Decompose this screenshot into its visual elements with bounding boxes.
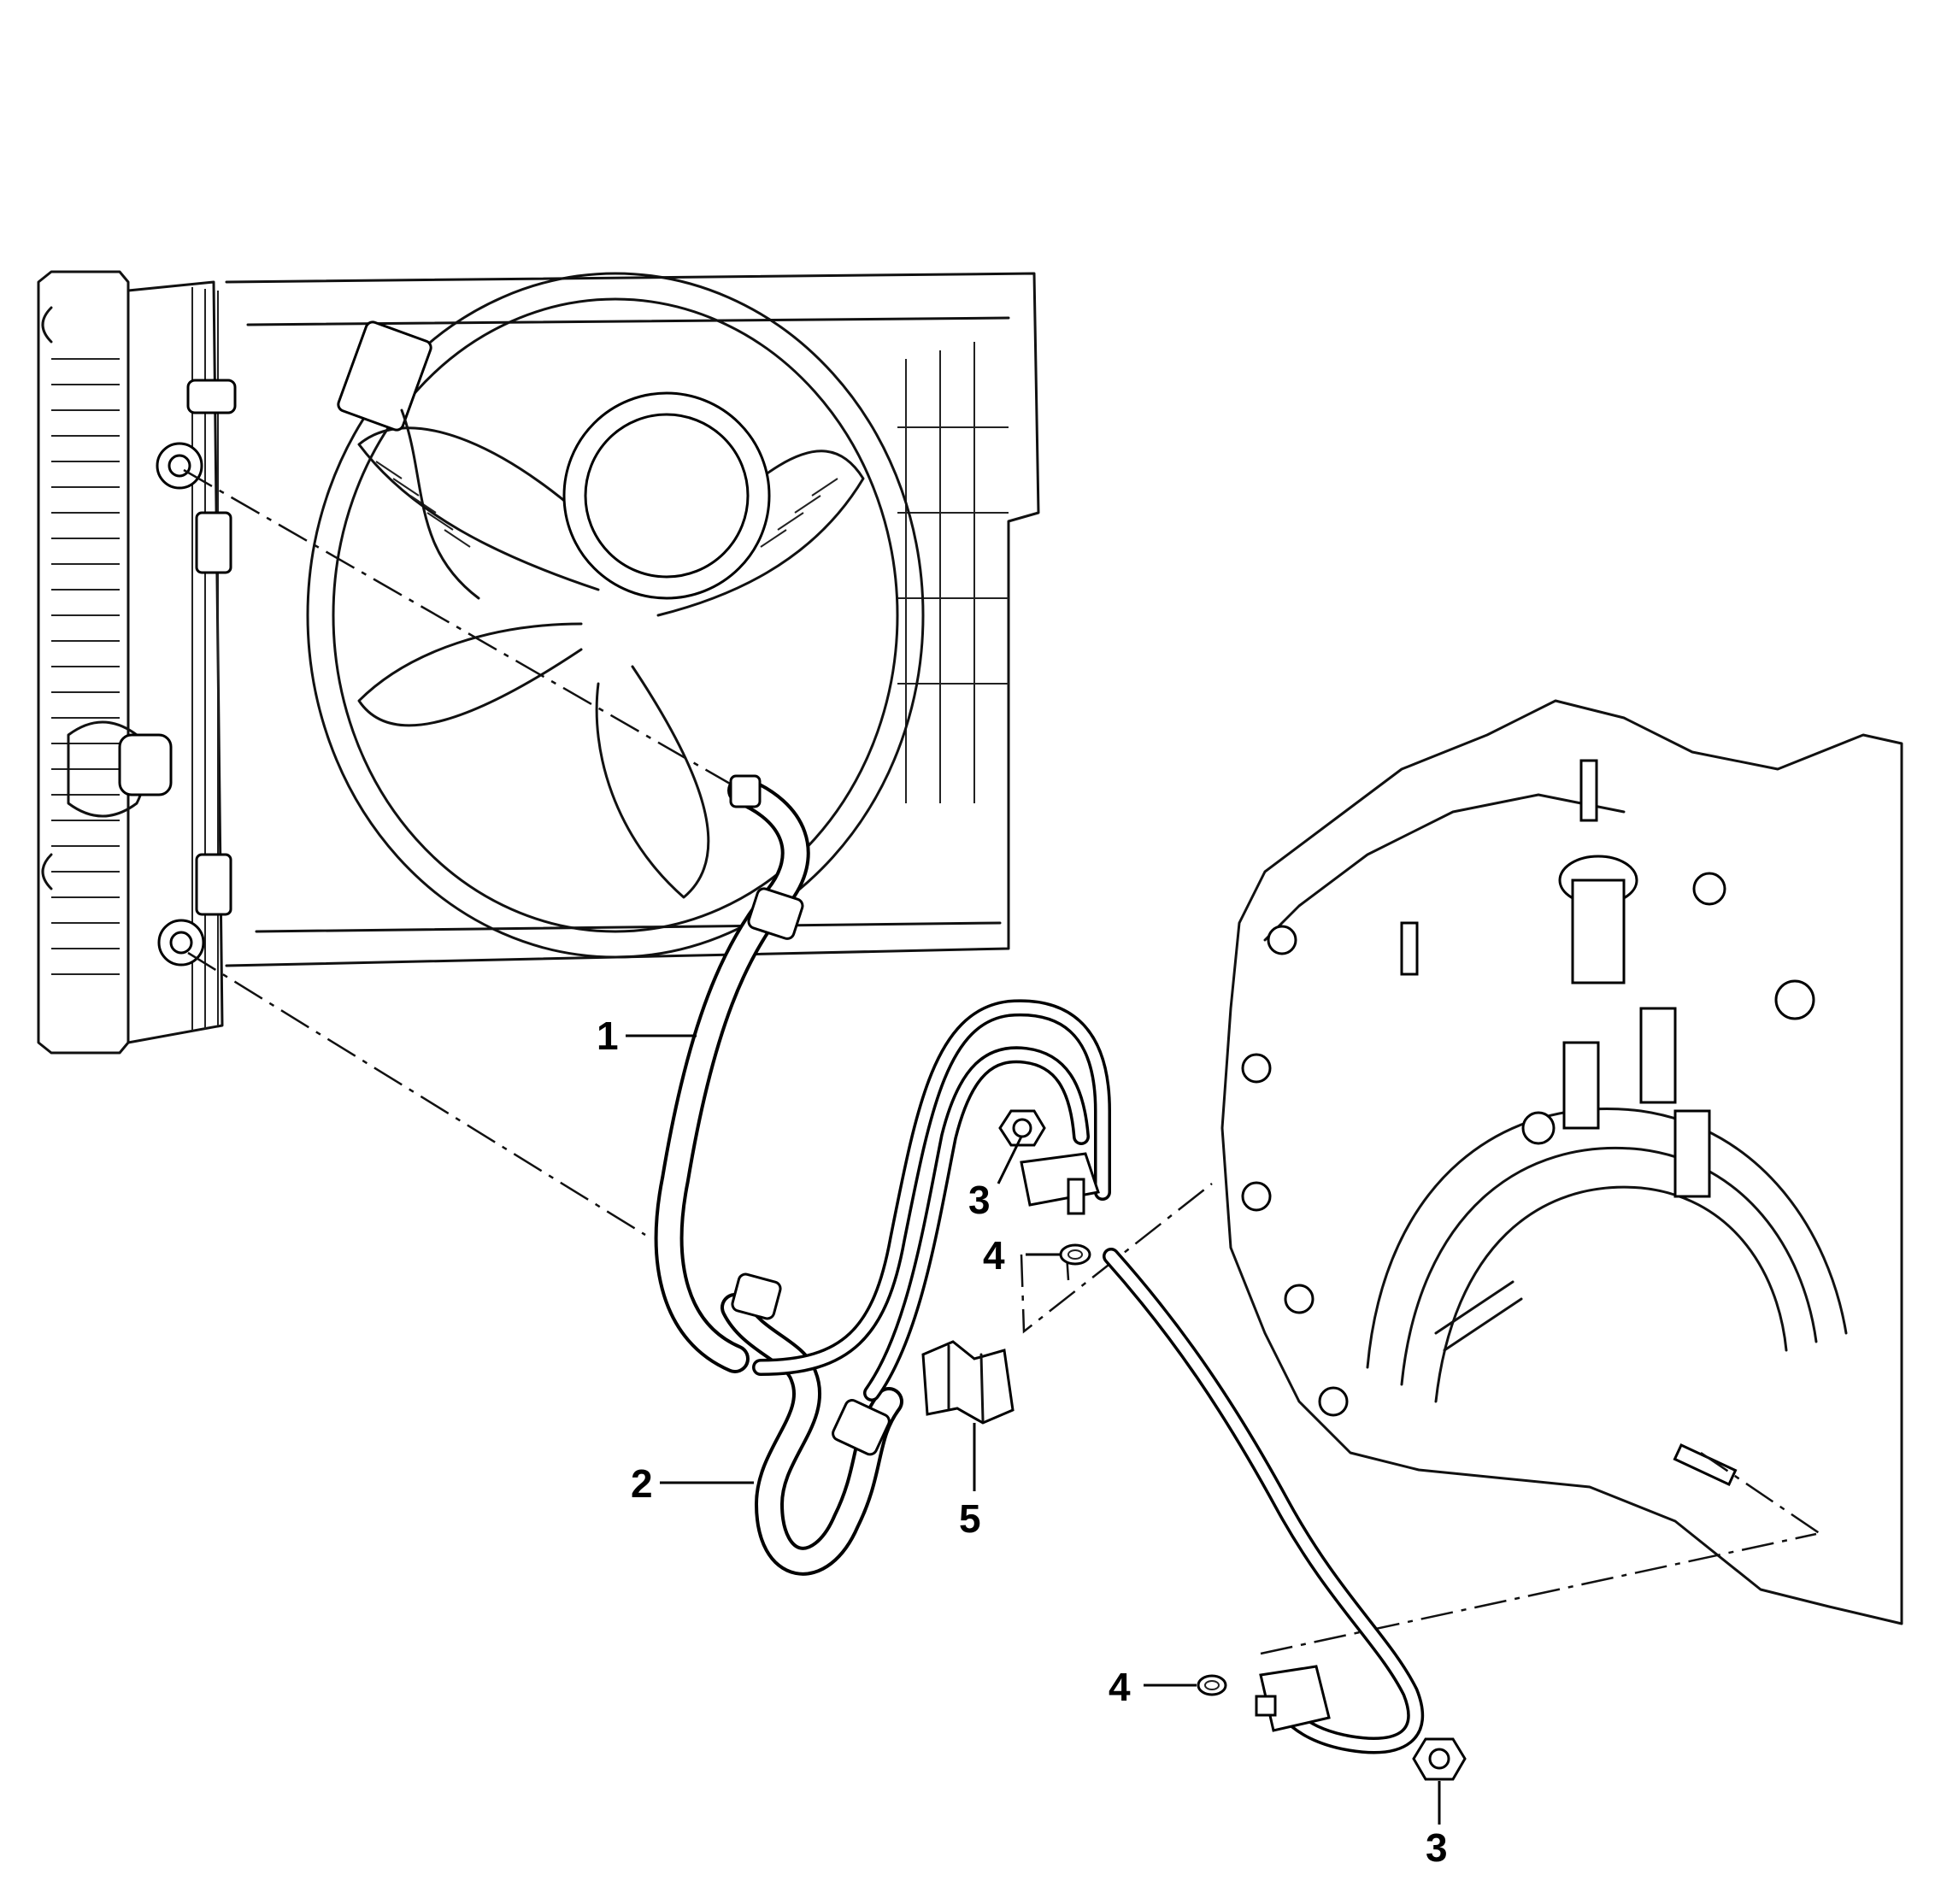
radiator-assembly [37,270,237,1055]
callout-4-upper: 4 [983,1233,1005,1278]
alignment-lines [183,468,1821,1655]
steel-tube-assembly [752,999,1425,1754]
callout-4-lower: 4 [1109,1665,1131,1709]
seal-lower [1197,1674,1227,1696]
callout-2: 2 [631,1461,653,1506]
seal-upper [1059,1243,1091,1266]
nut-upper [998,1109,1046,1147]
callout-5: 5 [959,1496,981,1541]
leader-lines [626,1034,1441,1825]
callout-3-lower: 3 [1426,1825,1448,1870]
fan-shroud [225,272,1040,967]
transmission-case [1220,699,1903,1625]
callout-labels: 1 2 3 4 5 4 3 [597,1014,1448,1870]
clip [921,1340,1015,1425]
callout-1: 1 [597,1014,619,1058]
fan-connector [337,320,432,432]
cooler-line-1 [654,774,810,1373]
nut-lower [1412,1737,1467,1781]
callout-3-upper: 3 [968,1178,991,1222]
